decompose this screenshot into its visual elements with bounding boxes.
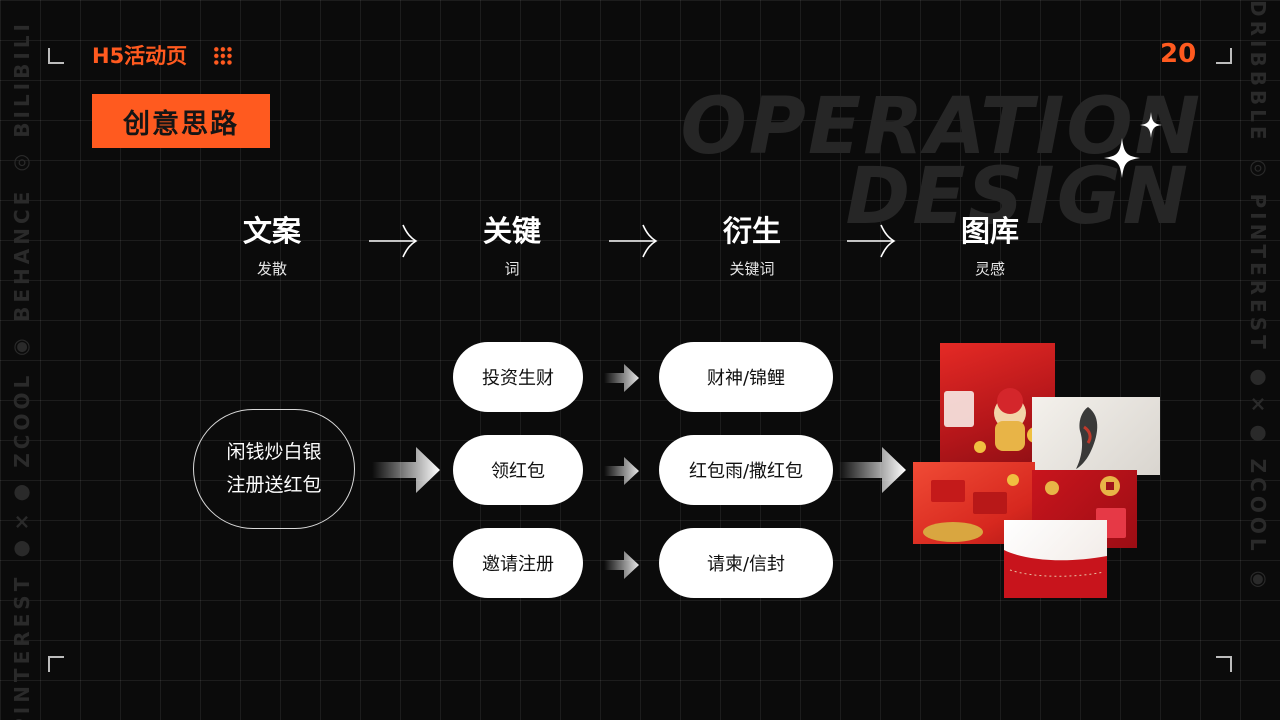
derived-keyword-bubble: 请柬/信封 — [659, 528, 833, 598]
keyword-bubble: 领红包 — [453, 435, 583, 505]
thin-arrow-icon — [369, 224, 418, 258]
red-envelopes-photo — [913, 462, 1035, 544]
corner-mark-bottom-right — [1216, 656, 1232, 672]
side-brand-text-left: PINTEREST ●×● ZCOOL ◉ BEHANCE ◎ BILIBILI — [10, 20, 34, 720]
section-title-box: 创意思路 — [92, 94, 270, 148]
small-arrow-icon — [604, 457, 639, 485]
watermark-line-1: OPERATION — [680, 82, 1202, 172]
small-arrow-icon — [604, 364, 639, 392]
step-subtitle: 关键词 — [729, 260, 775, 278]
koi-fish-photo — [1032, 397, 1160, 475]
small-arrow-icon — [604, 551, 639, 579]
derived-keyword-bubble: 红包雨/撒红包 — [659, 435, 833, 505]
step-subtitle: 发散 — [256, 260, 287, 278]
step-title: 文案 — [242, 214, 301, 248]
step-subtitle: 词 — [504, 260, 520, 278]
thin-arrow-icon — [609, 224, 658, 258]
step-yansheng: 衍生 关键词 — [682, 208, 822, 279]
keyword-bubble: 投资生财 — [453, 342, 583, 412]
page-number: 20 — [1160, 39, 1197, 69]
source-copy-bubble: 闲钱炒白银 注册送红包 — [193, 409, 355, 529]
source-line-2: 注册送红包 — [226, 474, 322, 496]
corner-mark-top-left — [48, 48, 64, 64]
step-title: 图库 — [960, 214, 1019, 248]
keyword-bubble: 邀请注册 — [453, 528, 583, 598]
step-tuku: 图库 灵感 — [920, 208, 1060, 279]
step-guanjian: 关键 词 — [442, 208, 582, 279]
corner-mark-top-right — [1216, 48, 1232, 64]
step-title: 衍生 — [722, 214, 781, 248]
invitation-card-photo — [1004, 520, 1107, 598]
derived-keyword-bubble: 财神/锦鲤 — [659, 342, 833, 412]
corner-mark-bottom-left — [48, 656, 64, 672]
gradient-arrow-icon — [372, 447, 440, 493]
side-brand-text-right: DRIBBBLE ◎ PINTEREST ●×● ZCOOL ◉ — [1246, 0, 1270, 594]
step-title: 关键 — [482, 214, 541, 248]
step-subtitle: 灵感 — [974, 260, 1005, 278]
sparkle-icon — [1104, 112, 1162, 178]
page-tag: H5活动页 — [92, 44, 188, 68]
section-title: 创意思路 — [123, 108, 239, 140]
source-line-1: 闲钱炒白银 — [226, 440, 322, 463]
step-wenan: 文案 发散 — [202, 208, 342, 279]
dots-icon — [213, 46, 233, 66]
thin-arrow-icon — [847, 224, 896, 258]
watermark-line-2: DESIGN — [845, 152, 1190, 242]
gradient-arrow-icon — [838, 447, 906, 493]
